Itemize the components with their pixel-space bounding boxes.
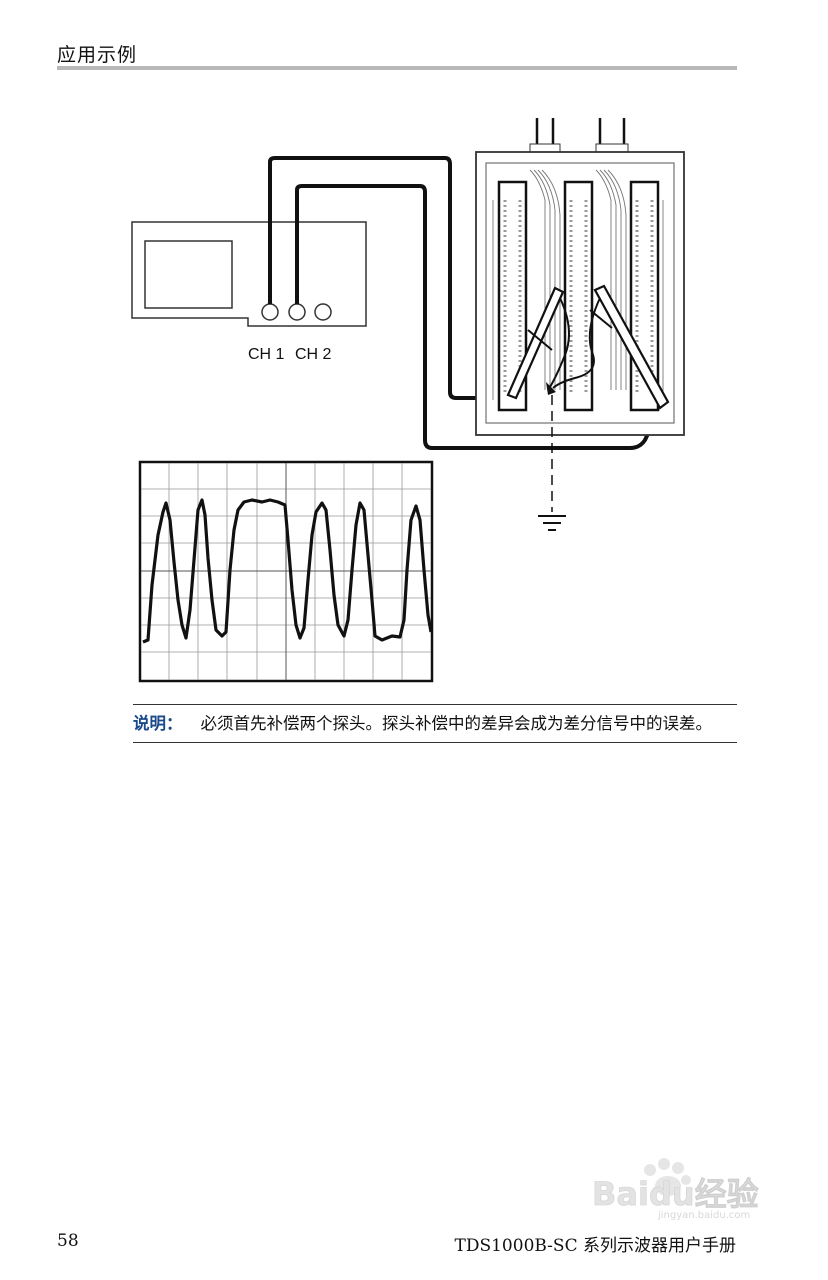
probe-tip-1 xyxy=(506,286,565,400)
ch2-connector xyxy=(288,303,306,321)
note-text: 必须首先补偿两个探头。探头补偿中的差异会成为差分信号中的误差。 xyxy=(200,714,713,733)
ext-connector xyxy=(314,303,332,321)
note-paragraph: 说明： 必须首先补偿两个探头。探头补偿中的差异会成为差分信号中的误差。 xyxy=(133,711,737,736)
ch1-connector xyxy=(261,303,279,321)
paw-icon xyxy=(644,1158,691,1196)
note-bottom-rule xyxy=(133,742,737,743)
ch1-cable xyxy=(268,156,508,400)
differential-waveform xyxy=(142,498,433,644)
oscilloscope xyxy=(131,221,367,327)
probe-tip-2 xyxy=(593,284,670,410)
header-divider xyxy=(57,66,737,70)
circuit-board xyxy=(475,118,685,436)
ch1-label: CH 1 xyxy=(248,346,285,363)
watermark-text: Baidu经验 xyxy=(592,1175,759,1213)
ground-symbol xyxy=(538,395,566,531)
waveform-display xyxy=(138,460,434,683)
probe-cables xyxy=(268,156,662,450)
scope-screen xyxy=(144,240,233,309)
differential-probe-diagram: CH 1 CH 2 xyxy=(131,118,685,683)
note-top-rule xyxy=(133,704,737,705)
page-number: 58 xyxy=(57,1231,79,1251)
note-label: 说明： xyxy=(133,714,183,733)
baidu-watermark: Baidu经验 jingyan.baidu.com xyxy=(592,1158,759,1220)
ch2-label: CH 2 xyxy=(295,346,332,363)
note-block: 说明： 必须首先补偿两个探头。探头补偿中的差异会成为差分信号中的误差。 xyxy=(133,704,737,743)
ch2-cable xyxy=(295,184,662,450)
manual-title: TDS1000B-SC 系列示波器用户手册 xyxy=(454,1236,737,1256)
watermark-subtext: jingyan.baidu.com xyxy=(657,1210,750,1220)
section-title: 应用示例 xyxy=(57,44,138,66)
